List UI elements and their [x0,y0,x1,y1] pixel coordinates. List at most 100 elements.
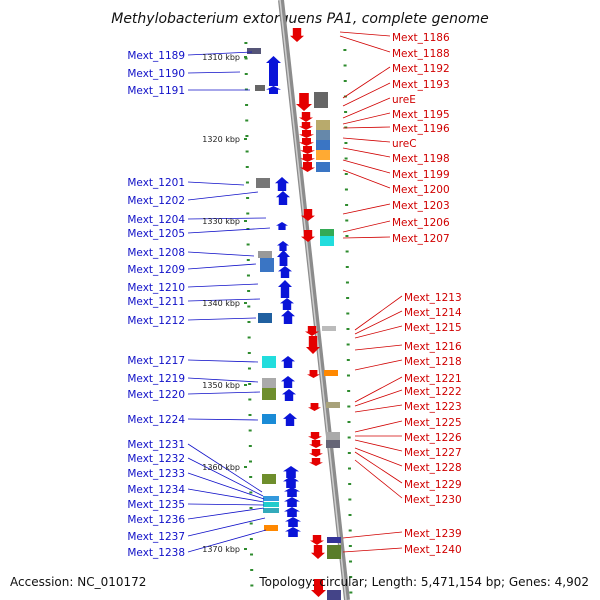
gene-arrow-icon[interactable] [285,527,301,537]
right-gene-label[interactable]: Mext_1214 [404,307,462,319]
right-gene-label[interactable]: Mext_1198 [392,153,450,165]
left-gene-label[interactable]: Mext_1204 [127,214,185,226]
gene-arrow-icon[interactable] [311,545,325,559]
right-gene-label[interactable]: Mext_1186 [392,32,450,44]
gene-arrow-icon[interactable] [310,535,324,545]
right-gene-label[interactable]: Mext_1239 [404,528,462,540]
left-gene-label[interactable]: Mext_1236 [127,514,185,526]
right-gene-label[interactable]: Mext_1230 [404,494,462,506]
left-gene-label[interactable]: Mext_1208 [127,247,185,259]
gene-arrow-icon[interactable] [300,162,315,172]
right-label-connector [354,389,403,407]
gene-arrow-icon[interactable] [299,122,313,130]
right-gene-label[interactable]: Mext_1228 [404,462,462,474]
gene-arrow-icon[interactable] [284,487,300,497]
left-gene-label[interactable]: Mext_1209 [127,264,185,276]
gene-arrow-icon[interactable] [309,449,323,457]
gene-arrow-icon[interactable] [280,298,294,310]
gene-arrow-icon[interactable] [275,177,289,191]
right-gene-label[interactable]: Mext_1216 [404,341,462,353]
right-gene-label[interactable]: Mext_1225 [404,417,462,429]
right-gene-label[interactable]: Mext_1206 [392,217,450,229]
right-gene-label[interactable]: Mext_1222 [404,386,462,398]
left-gene-label[interactable]: Mext_1233 [127,468,185,480]
gene-arrow-icon[interactable] [284,497,300,507]
gene-arrow-icon[interactable] [277,241,289,251]
gene-arrow-icon[interactable] [305,326,319,336]
right-gene-label[interactable]: Mext_1226 [404,432,462,444]
left-gene-label[interactable]: Mext_1231 [127,439,185,451]
right-gene-label[interactable]: ureC [392,138,417,150]
gene-arrow-icon[interactable] [296,93,312,111]
left-gene-label[interactable]: Mext_1205 [127,228,185,240]
left-gene-label[interactable]: Mext_1191 [127,85,185,97]
right-gene-label[interactable]: Mext_1192 [392,63,450,75]
left-gene-label[interactable]: Mext_1234 [127,484,185,496]
kbp-label-text: 1330 kbp [202,217,240,226]
gene-arrow-icon[interactable] [281,310,295,324]
gene-arrow-icon[interactable] [278,266,292,278]
gene-arrow-icon[interactable] [300,154,315,162]
left-gene-label[interactable]: Mext_1224 [127,414,185,426]
right-gene-label[interactable]: Mext_1223 [404,401,462,413]
left-gene-label[interactable]: Mext_1235 [127,499,185,511]
left-gene-label[interactable]: Mext_1211 [127,296,185,308]
gene-arrow-icon[interactable] [300,146,315,154]
left-gene-label[interactable]: Mext_1232 [127,453,185,465]
left-gene-label[interactable]: Mext_1210 [127,282,185,294]
gene-arrow-icon[interactable] [301,230,315,242]
right-gene-label[interactable]: Mext_1207 [392,233,450,245]
left-gene-label[interactable]: Mext_1202 [127,195,185,207]
gene-arrow-icon[interactable] [290,28,304,42]
right-gene-label[interactable]: Mext_1229 [404,479,462,491]
left-gene-label[interactable]: Mext_1190 [127,68,185,80]
gene-arrow-icon[interactable] [283,476,299,488]
gene-arrow-icon[interactable] [277,250,290,266]
gene-arrow-icon[interactable] [299,130,314,138]
left-gene-label[interactable]: Mext_1238 [127,547,185,559]
gene-arrow-icon[interactable] [299,138,314,146]
gene-arrow-icon[interactable] [307,370,320,378]
gene-arrow-icon[interactable] [311,579,326,597]
gene-arrow-icon[interactable] [266,56,281,86]
gene-arrow-icon[interactable] [283,466,299,478]
gene-arrow-icon[interactable] [284,507,300,517]
gene-arrow-icon[interactable] [299,112,313,122]
left-gene-label[interactable]: Mext_1201 [127,177,185,189]
left-gene-label[interactable]: Mext_1189 [127,50,185,62]
right-gene-label[interactable]: Mext_1213 [404,292,462,304]
gene-arrow-icon[interactable] [276,191,290,205]
right-gene-label[interactable]: Mext_1196 [392,123,450,135]
right-gene-label[interactable]: Mext_1200 [392,184,450,196]
gene-arrow-icon[interactable] [281,376,295,388]
gene-arrow-icon[interactable] [308,432,322,440]
right-gene-label[interactable]: Mext_1215 [404,322,462,334]
right-gene-label[interactable]: ureE [392,94,416,106]
gene-arrow-icon[interactable] [278,280,292,298]
right-gene-label[interactable]: Mext_1203 [392,200,450,212]
gene-arrow-icon[interactable] [282,389,296,401]
left-gene-label[interactable]: Mext_1217 [127,355,185,367]
right-gene-label[interactable]: Mext_1188 [392,48,450,60]
right-gene-label[interactable]: Mext_1227 [404,447,462,459]
gene-arrow-icon[interactable] [301,209,315,221]
gene-arrow-icon[interactable] [266,86,281,94]
gene-arrow-icon[interactable] [308,403,321,411]
right-gene-label[interactable]: Mext_1195 [392,109,450,121]
gene-arrow-icon[interactable] [281,356,295,368]
right-gene-label[interactable]: Mext_1218 [404,356,462,368]
gene-arrow-icon[interactable] [285,517,301,527]
left-gene-label[interactable]: Mext_1219 [127,373,185,385]
left-gene-label[interactable]: Mext_1212 [127,315,185,327]
left-gene-label[interactable]: Mext_1237 [127,531,185,543]
right-gene-label[interactable]: Mext_1193 [392,79,450,91]
left-gene-label[interactable]: Mext_1220 [127,389,185,401]
right-gene-label[interactable]: Mext_1240 [404,544,462,556]
gene-arrow-icon[interactable] [283,413,297,426]
right-gene-label[interactable]: Mext_1221 [404,373,462,385]
gene-arrow-icon[interactable] [276,222,288,230]
gene-arrow-icon[interactable] [309,458,323,466]
gene-arrow-icon[interactable] [306,336,320,354]
gene-arrow-icon[interactable] [309,440,323,448]
right-gene-label[interactable]: Mext_1199 [392,169,450,181]
